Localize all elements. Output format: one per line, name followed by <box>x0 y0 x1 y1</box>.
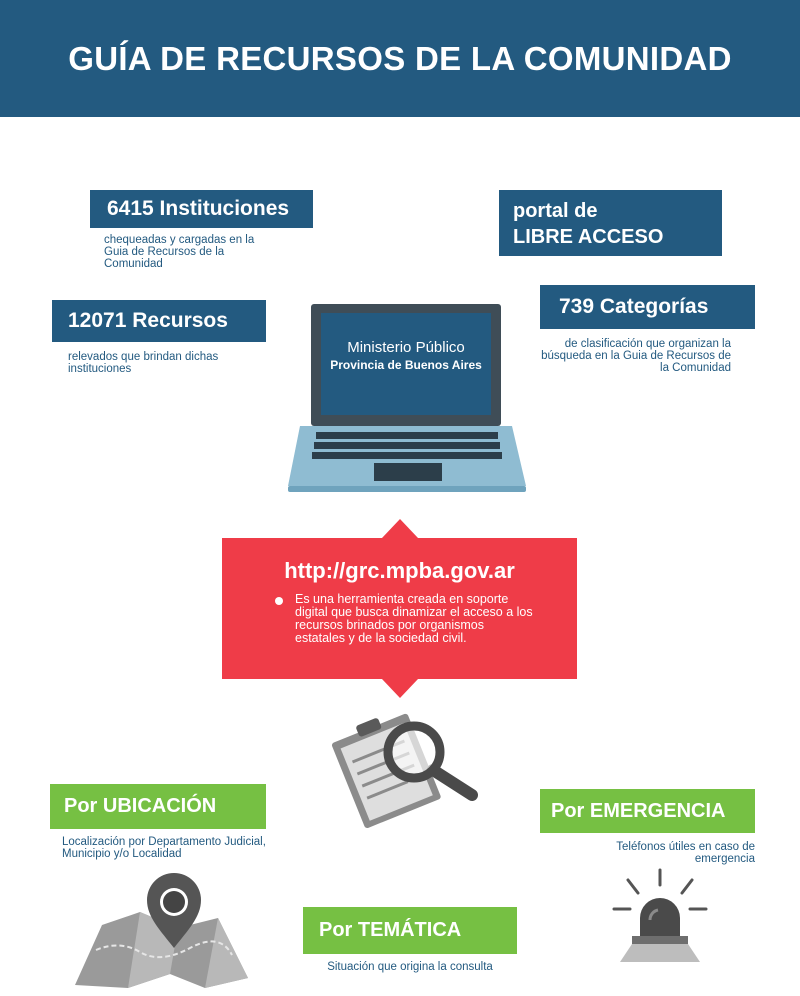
tematica-caption: Situación que origina la consulta <box>327 961 493 973</box>
categorias-badge: 739 Categorías <box>540 285 755 329</box>
portal-url-link[interactable]: http://grc.mpba.gov.ar <box>284 558 515 583</box>
page-title: GUÍA DE RECURSOS DE LA COMUNIDAD <box>68 40 732 77</box>
laptop-screen-title: Ministerio Público <box>347 339 465 356</box>
portal-line2: LIBRE ACCESO <box>513 226 664 248</box>
por-tematica-badge: Por TEMÁTICA <box>303 907 517 954</box>
instituciones-badge: 6415 Instituciones <box>90 190 313 228</box>
portal-badge: portal de LIBRE ACCESO <box>499 190 722 256</box>
instituciones-caption: chequeadas y cargadas en la Guia de Recu… <box>104 234 255 270</box>
bullet-icon <box>275 597 283 605</box>
recursos-caption: relevados que brindan dichas institucion… <box>68 351 219 375</box>
ubicacion-caption: Localización por Departamento Judicial, … <box>62 836 266 860</box>
por-ubicacion-badge: Por UBICACIÓN <box>50 784 266 829</box>
portal-line1: portal de <box>513 200 598 222</box>
callout-description: Es una herramienta creada en soporte dig… <box>295 592 533 645</box>
por-emergencia-badge: Por EMERGENCIA <box>540 789 755 833</box>
laptop-screen-subtitle: Provincia de Buenos Aires <box>330 358 482 372</box>
categorias-caption: de clasificación que organizan la búsque… <box>541 338 731 374</box>
recursos-badge: 12071 Recursos <box>52 300 266 342</box>
header-banner: GUÍA DE RECURSOS DE LA COMUNIDAD <box>0 0 800 117</box>
emergencia-caption: Teléfonos útiles en caso de emergencia <box>616 841 755 865</box>
